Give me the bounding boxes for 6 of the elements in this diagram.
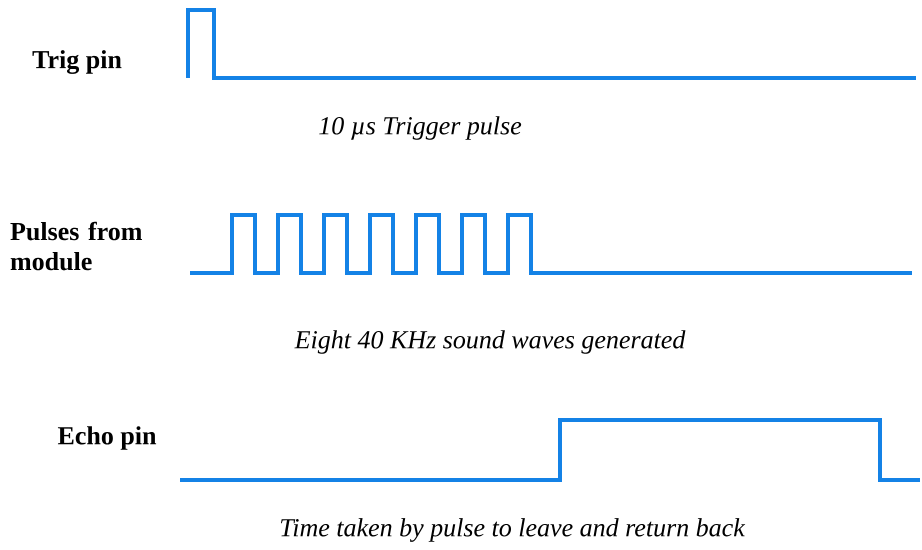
signal-name: Echo pin [58,426,156,450]
signal-name: Pulses from module [10,222,142,270]
pulse-caption: Eight 40 KHz sound waves generated [294,330,686,354]
pulse-caption: Time taken by pulse to leave and return back [280,518,746,542]
pulse-caption: 10 µs Trigger pulse [319,116,522,140]
signal-name: Trig pin [32,50,122,74]
